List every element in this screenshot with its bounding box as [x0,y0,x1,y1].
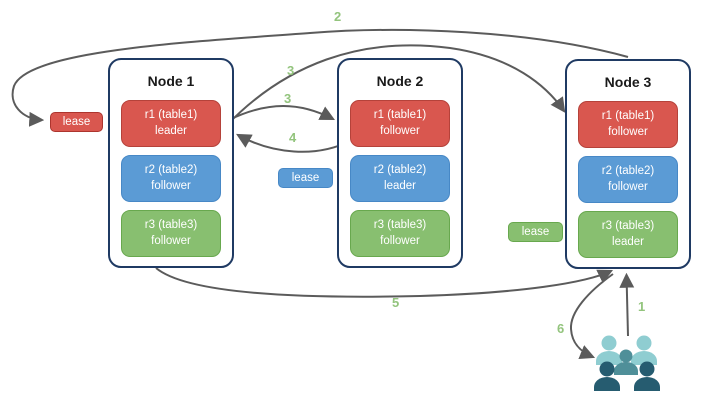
replica-role: follower [380,234,420,247]
node-2-replica-r1: r1 (table1) follower [350,100,450,147]
replica-role: leader [155,124,187,137]
arrow-3b [228,105,336,121]
node-1: Node 1 r1 (table1) leader r2 (table2) fo… [108,58,234,268]
arrow-label-step1: 1 [638,299,646,314]
arrow-6 [569,273,614,360]
replica-name: r3 (table3) [144,218,198,231]
arrow-label-step2: 2 [334,9,342,24]
arrow-label-step4: 4 [289,130,297,145]
node-3-replica-r2: r2 (table2) follower [578,156,678,203]
replica-role: follower [608,125,648,138]
node-2-replica-r3: r3 (table3) follower [350,210,450,257]
replica-role: leader [384,179,416,192]
replica-name: r1 (table1) [373,108,427,121]
arrow-label-step3b: 3 [284,91,292,106]
replica-name: r1 (table1) [601,109,655,122]
arrow-label-step6: 6 [557,321,565,336]
replica-name: r2 (table2) [373,163,427,176]
arrow-label-step5: 5 [392,295,400,310]
node-1-replica-r3: r3 (table3) follower [121,210,221,257]
replica-role: follower [151,179,191,192]
replica-name: r2 (table2) [144,163,198,176]
node-2-title: Node 2 [376,73,424,89]
arrow-3a [226,44,566,126]
node-3-replica-r1: r1 (table1) follower [578,101,678,148]
arrow-1 [619,272,635,337]
arrow-2 [11,28,629,127]
replica-name: r3 (table3) [373,218,427,231]
node-2-replica-r2: r2 (table2) leader [350,155,450,202]
replica-name: r1 (table1) [144,108,198,121]
node-3: Node 3 r1 (table1) follower r2 (table2) … [565,59,691,269]
node-1-replica-r1: r1 (table1) leader [121,100,221,147]
replica-role: follower [380,124,420,137]
replica-role: follower [151,234,191,247]
users-icon [594,335,660,391]
replica-role: leader [612,235,644,248]
node-1-title: Node 1 [147,73,195,89]
node-3-title: Node 3 [604,74,652,90]
arrow-5 [155,267,614,298]
arrow-label-step3a: 3 [287,63,295,78]
node-3-replica-r3: r3 (table3) leader [578,211,678,258]
replica-name: r2 (table2) [601,164,655,177]
lease-badge-table3: lease [508,222,563,242]
node-1-replica-r2: r2 (table2) follower [121,155,221,202]
replica-name: r3 (table3) [601,219,655,232]
replica-role: follower [608,180,648,193]
lease-badge-table2: lease [278,168,333,188]
node-2: Node 2 r1 (table1) follower r2 (table2) … [337,58,463,268]
lease-badge-table1: lease [50,112,103,132]
